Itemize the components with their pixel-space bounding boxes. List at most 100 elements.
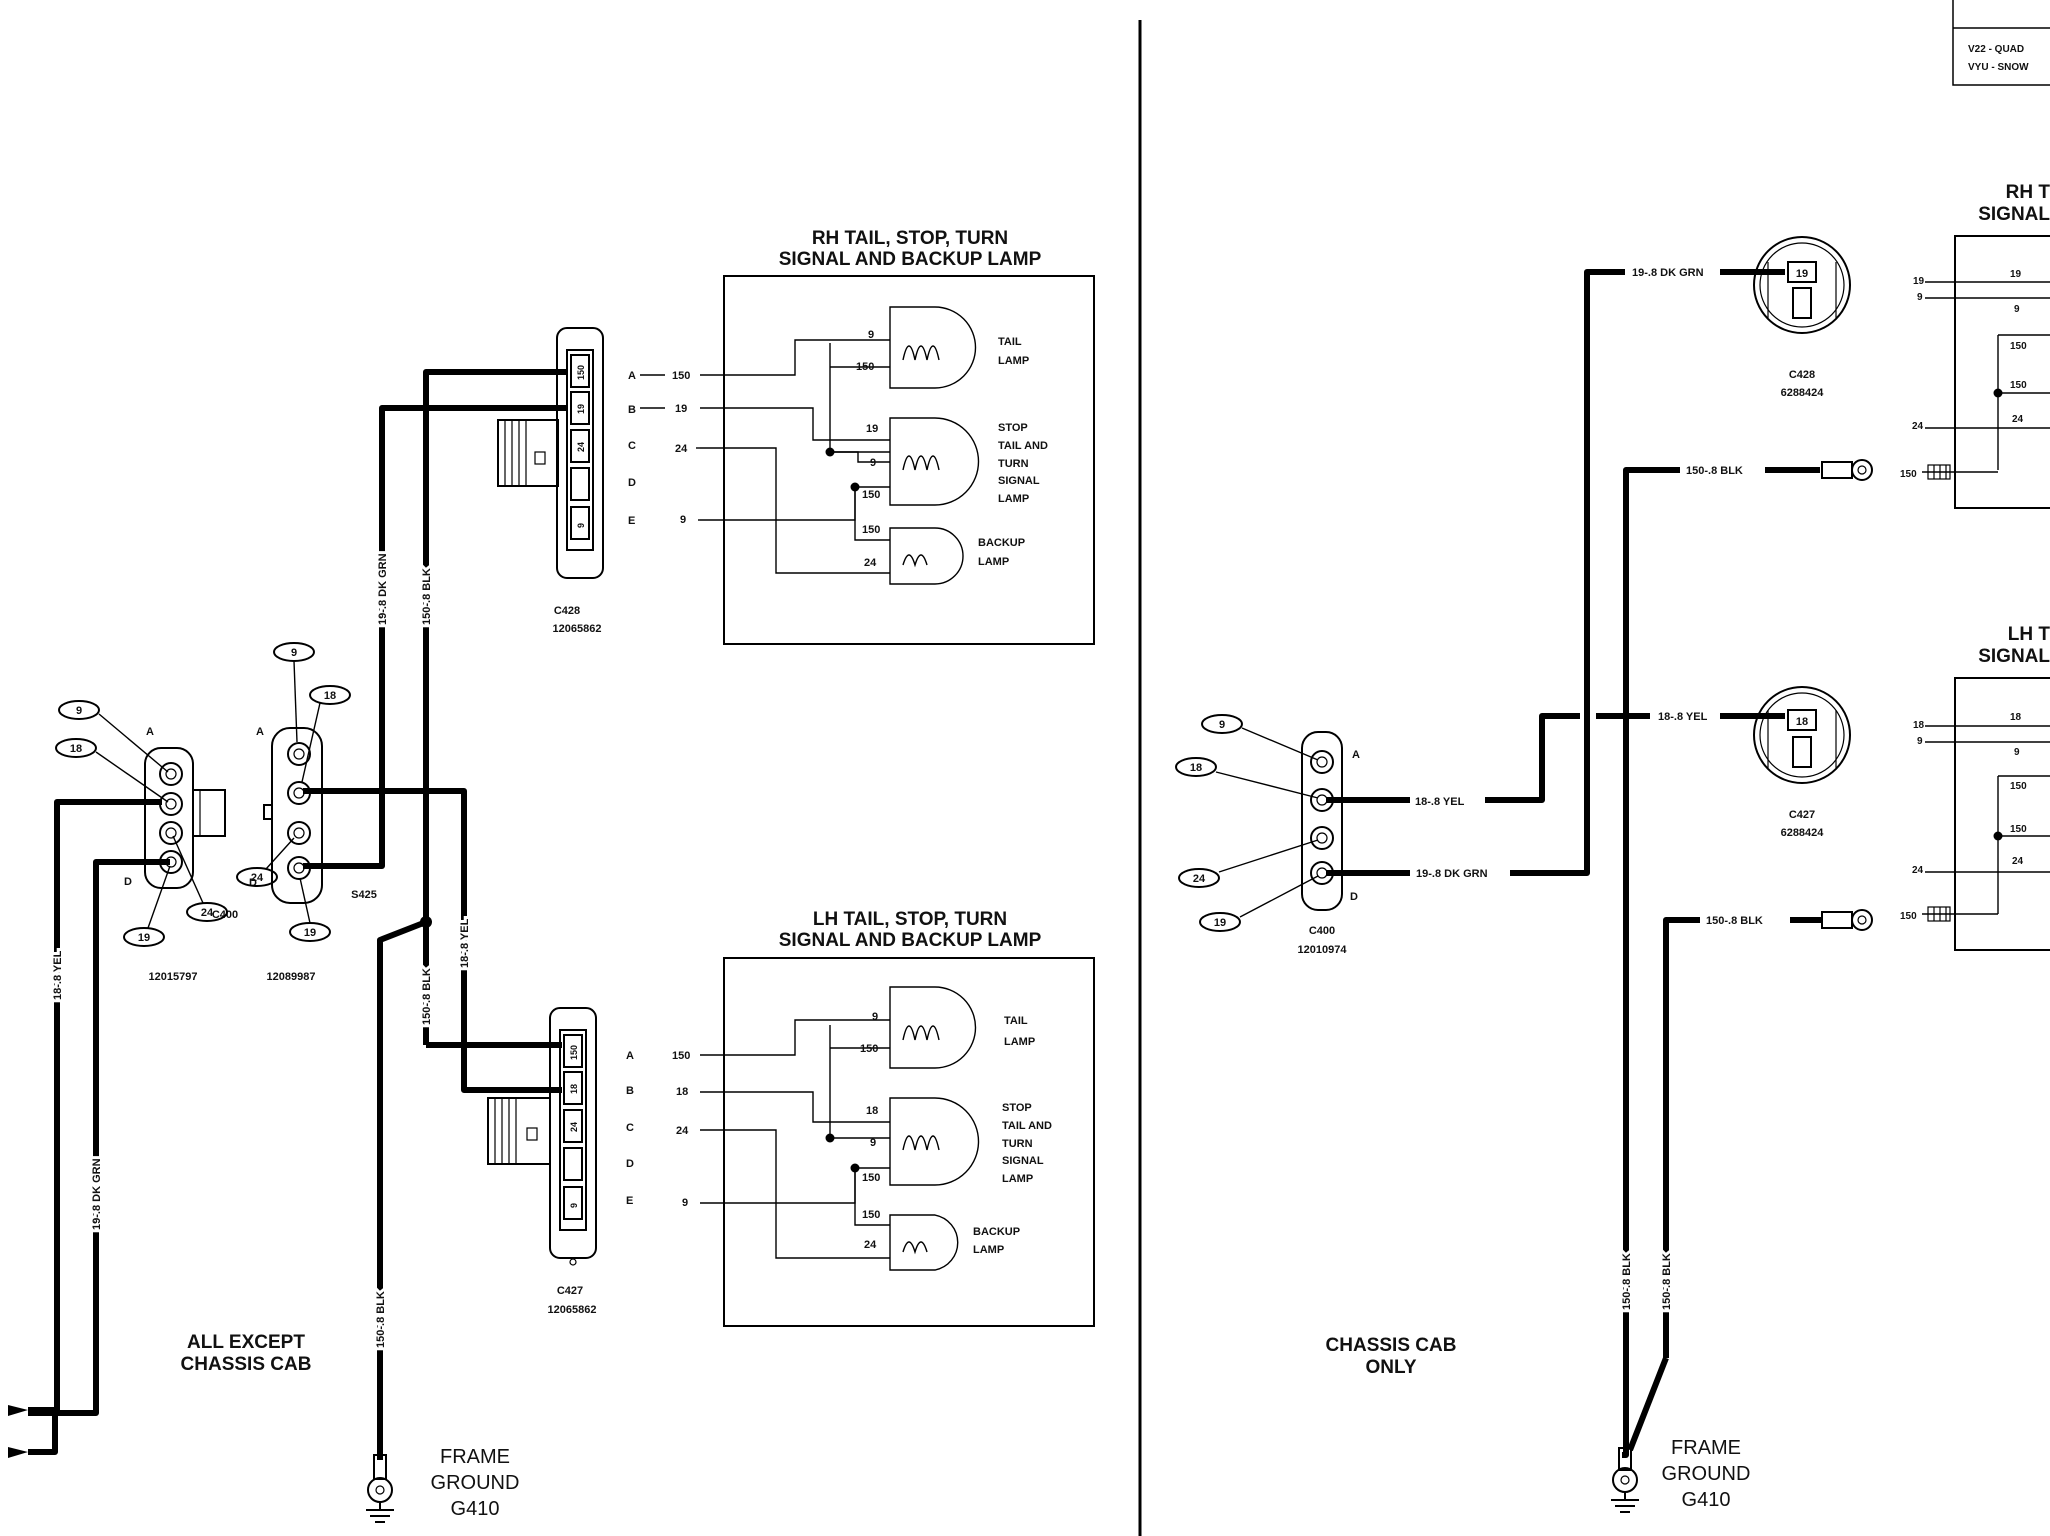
left-ground-symbol: FRAME GROUND G410	[366, 1446, 519, 1523]
svg-text:SIGNAL: SIGNAL	[998, 475, 1040, 487]
lh-lamp-housing	[723, 957, 1095, 1327]
c427-connector: 150 18 24 9 A B C D E C427 12065862	[487, 1007, 634, 1316]
svg-text:19-.8 DK GRN: 19-.8 DK GRN	[1416, 868, 1488, 880]
svg-text:9: 9	[870, 1137, 876, 1149]
svg-text:V22 - QUAD: V22 - QUAD	[1968, 44, 2024, 55]
svg-text:19: 19	[866, 423, 878, 435]
svg-text:150: 150	[1900, 469, 1917, 480]
svg-text:9: 9	[576, 523, 586, 528]
svg-text:19: 19	[1913, 276, 1925, 287]
svg-text:19-.8 DK GRN: 19-.8 DK GRN	[91, 1158, 103, 1230]
svg-text:E: E	[628, 515, 635, 527]
svg-text:24: 24	[1193, 873, 1206, 885]
svg-text:9: 9	[1219, 719, 1225, 731]
svg-text:24: 24	[2012, 414, 2024, 425]
svg-text:9: 9	[868, 329, 874, 341]
svg-text:9: 9	[569, 1203, 579, 1208]
svg-text:A: A	[628, 370, 636, 382]
rh-stop-bulb	[889, 417, 980, 506]
svg-text:19: 19	[2010, 269, 2022, 280]
svg-text:24: 24	[676, 1125, 689, 1137]
svg-text:150-.8 BLK: 150-.8 BLK	[375, 1291, 387, 1348]
svg-text:TURN: TURN	[1002, 1138, 1033, 1150]
svg-text:A: A	[256, 726, 264, 738]
svg-text:C428: C428	[554, 605, 580, 617]
svg-text:9: 9	[680, 514, 686, 526]
svg-text:RH T: RH T	[2006, 182, 2050, 203]
svg-text:150: 150	[862, 1209, 880, 1221]
rh-tail-bulb	[889, 306, 977, 389]
svg-text:LH T: LH T	[2008, 624, 2050, 645]
left-wire-labels: 19-.8 DK GRN 150-.8 BLK 18-.8 YEL 150-.8…	[49, 550, 474, 1351]
svg-text:150-.8 BLK: 150-.8 BLK	[421, 968, 433, 1025]
svg-text:150: 150	[1900, 911, 1917, 922]
svg-text:150-.8 BLK: 150-.8 BLK	[1686, 465, 1743, 477]
svg-text:24: 24	[1912, 421, 1924, 432]
svg-text:SIGNAL: SIGNAL	[1978, 646, 2050, 667]
svg-text:24: 24	[576, 442, 586, 452]
svg-text:150-.8 BLK: 150-.8 BLK	[1661, 1253, 1673, 1310]
svg-text:E: E	[626, 1195, 633, 1207]
svg-text:LAMP: LAMP	[1004, 1036, 1035, 1048]
svg-text:150: 150	[672, 370, 690, 382]
s425-splice: A D S425 12089987 9 18 24 19	[236, 642, 377, 983]
svg-text:B: B	[626, 1085, 634, 1097]
svg-text:TAIL AND: TAIL AND	[998, 440, 1048, 452]
svg-text:24: 24	[864, 557, 877, 569]
right-ground-symbol: FRAME GROUND G410	[1611, 1437, 1751, 1513]
svg-text:19-.8 DK GRN: 19-.8 DK GRN	[377, 553, 389, 625]
svg-text:SIGNAL AND BACKUP LAMP: SIGNAL AND BACKUP LAMP	[779, 930, 1042, 951]
svg-text:18-.8 YEL: 18-.8 YEL	[52, 950, 64, 1000]
svg-text:FRAME: FRAME	[440, 1446, 510, 1468]
svg-text:FRAME: FRAME	[1671, 1437, 1741, 1459]
svg-text:12010974: 12010974	[1298, 944, 1348, 956]
svg-text:S425: S425	[351, 889, 377, 901]
svg-text:18: 18	[324, 690, 336, 702]
svg-text:A: A	[1352, 749, 1360, 761]
svg-text:18: 18	[1913, 720, 1925, 731]
svg-text:9: 9	[76, 705, 82, 717]
svg-text:18: 18	[1796, 716, 1808, 728]
svg-text:19: 19	[675, 403, 687, 415]
left-harness	[8, 369, 566, 1460]
ring-terminal-top	[1821, 459, 1873, 481]
svg-text:18: 18	[70, 743, 82, 755]
svg-text:9: 9	[872, 1011, 878, 1023]
svg-text:9: 9	[1917, 292, 1923, 303]
right-rh-lamp-partial: RH T SIGNAL 19 9 19 9 150 150 24 24 150	[1900, 182, 2050, 509]
svg-text:19: 19	[1796, 268, 1808, 280]
svg-text:C428: C428	[1789, 369, 1815, 381]
svg-text:9: 9	[2014, 747, 2020, 758]
svg-text:18: 18	[866, 1105, 878, 1117]
svg-text:C400: C400	[1309, 925, 1335, 937]
svg-text:D: D	[1350, 891, 1358, 903]
lh-backup-bulb	[889, 1214, 959, 1271]
svg-text:150: 150	[856, 361, 874, 373]
svg-text:150: 150	[2010, 341, 2027, 352]
svg-text:12065862: 12065862	[548, 1304, 597, 1316]
svg-text:150-.8 BLK: 150-.8 BLK	[421, 568, 433, 625]
svg-text:6288424: 6288424	[1781, 387, 1825, 399]
lh-lamp-assembly: LH TAIL, STOP, TURN SIGNAL AND BACKUP LA…	[672, 909, 1095, 1327]
svg-text:BACKUP: BACKUP	[973, 1226, 1020, 1238]
svg-text:24: 24	[201, 907, 214, 919]
svg-text:C: C	[626, 1122, 634, 1134]
svg-text:9: 9	[870, 457, 876, 469]
svg-text:9: 9	[2014, 304, 2020, 315]
svg-text:150: 150	[862, 524, 880, 536]
svg-text:C427: C427	[1789, 809, 1815, 821]
svg-text:12089987: 12089987	[267, 971, 316, 983]
svg-text:D: D	[249, 877, 257, 889]
c428-connector: 150 19 24 9 A B C D E C428 12065862	[497, 327, 700, 635]
svg-text:19: 19	[304, 927, 316, 939]
svg-text:SIGNAL: SIGNAL	[1978, 204, 2050, 225]
rh-lamp-housing	[723, 275, 1095, 645]
svg-text:D: D	[626, 1158, 634, 1170]
c428-round-connector: 19 C428 6288424	[1753, 236, 1851, 399]
svg-text:18: 18	[2010, 712, 2022, 723]
svg-text:D: D	[124, 876, 132, 888]
svg-text:24: 24	[569, 1122, 579, 1132]
svg-text:150: 150	[2010, 824, 2027, 835]
svg-text:GROUND: GROUND	[1662, 1463, 1751, 1485]
svg-text:LAMP: LAMP	[973, 1244, 1004, 1256]
